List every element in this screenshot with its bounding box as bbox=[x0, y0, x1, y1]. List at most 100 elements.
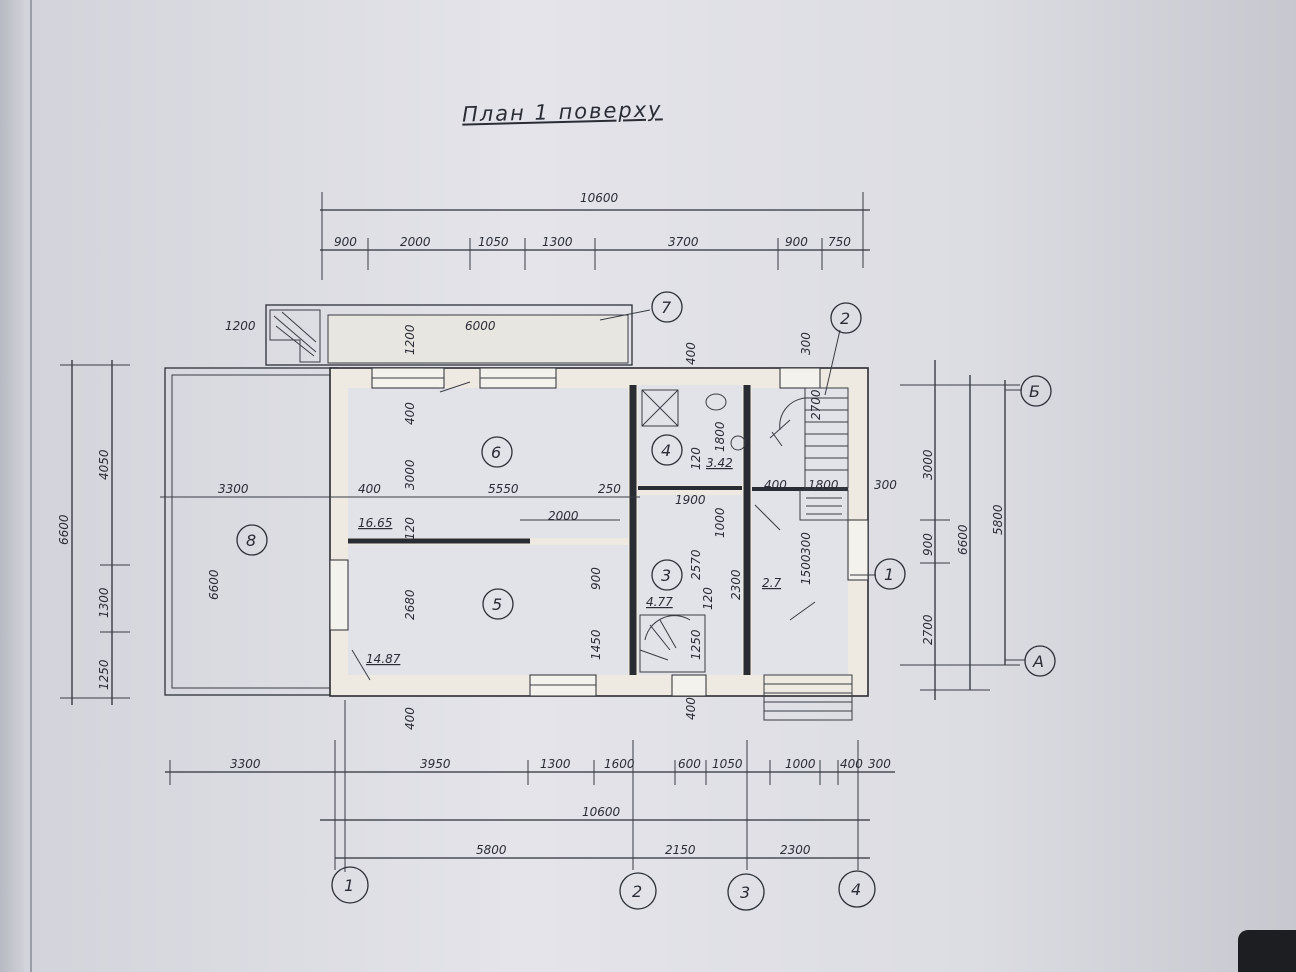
svg-text:7: 7 bbox=[661, 298, 672, 317]
balcony-stair-steps bbox=[273, 311, 317, 357]
svg-text:1: 1 bbox=[884, 565, 894, 584]
svg-text:400: 400 bbox=[684, 697, 698, 720]
svg-text:2: 2 bbox=[632, 882, 642, 901]
svg-text:400: 400 bbox=[840, 757, 863, 771]
svg-text:1: 1 bbox=[344, 876, 354, 895]
svg-text:3300: 3300 bbox=[218, 482, 249, 496]
top-dimension-lines bbox=[320, 192, 870, 280]
room-marker-7: 7 bbox=[651, 291, 683, 323]
svg-text:5550: 5550 bbox=[488, 482, 519, 496]
svg-text:250: 250 bbox=[598, 482, 621, 496]
svg-text:120: 120 bbox=[701, 587, 715, 610]
door-swing-hall bbox=[754, 504, 781, 531]
svg-text:16.65: 16.65 bbox=[358, 516, 392, 530]
room-1-floor bbox=[752, 490, 848, 675]
svg-text:300: 300 bbox=[799, 332, 813, 355]
svg-text:5: 5 bbox=[492, 595, 502, 614]
room-5-floor bbox=[348, 545, 628, 675]
svg-text:2700: 2700 bbox=[809, 389, 823, 420]
door-swing-1 bbox=[789, 601, 816, 621]
svg-text:3000: 3000 bbox=[403, 459, 417, 490]
svg-text:3: 3 bbox=[661, 566, 671, 585]
svg-text:1450: 1450 bbox=[589, 629, 603, 660]
svg-text:1600: 1600 bbox=[604, 757, 635, 771]
stair-hall-floor bbox=[752, 388, 848, 488]
svg-text:3.42: 3.42 bbox=[706, 456, 733, 470]
axis-marker-1: 1 bbox=[331, 866, 369, 904]
room-marker-1: 1 bbox=[874, 558, 906, 590]
windows bbox=[329, 367, 869, 697]
balcony-outline bbox=[265, 304, 633, 366]
svg-text:4: 4 bbox=[661, 441, 671, 460]
room-4-floor bbox=[638, 385, 742, 485]
svg-text:А: А bbox=[1032, 652, 1044, 671]
left-dimension-labels: 6600 4050 1300 1250 bbox=[57, 449, 111, 690]
svg-text:1300: 1300 bbox=[540, 757, 571, 771]
svg-text:2300: 2300 bbox=[729, 569, 743, 600]
svg-text:900: 900 bbox=[334, 235, 357, 249]
door-swing-5 bbox=[351, 649, 371, 681]
axis-marker-2: 2 bbox=[619, 872, 657, 910]
room-marker-6: 6 bbox=[481, 436, 513, 468]
interior-dimension-labels: 1200 6000 1200 400 3300 6600 400 3000 55… bbox=[207, 319, 897, 730]
svg-text:400: 400 bbox=[403, 402, 417, 425]
svg-text:120: 120 bbox=[403, 517, 417, 540]
svg-text:1300: 1300 bbox=[97, 587, 111, 618]
svg-text:300: 300 bbox=[868, 757, 891, 771]
balcony-stair bbox=[269, 309, 321, 363]
main-stair bbox=[769, 387, 849, 521]
room-areas: 16.65 14.87 3.42 4.77 2.7 bbox=[358, 456, 781, 666]
svg-text:3700: 3700 bbox=[668, 235, 699, 249]
svg-text:1200: 1200 bbox=[403, 324, 417, 355]
svg-text:2000: 2000 bbox=[400, 235, 431, 249]
bathroom-fixtures bbox=[641, 389, 746, 451]
top-dimension-labels: 10600 900 2000 1050 1300 3700 900 750 bbox=[334, 191, 851, 249]
axis-leaders bbox=[160, 309, 1025, 872]
room-markers: 1 2 3 4 5 6 7 8 bbox=[236, 291, 906, 620]
room-marker-8: 8 bbox=[236, 524, 268, 556]
svg-text:Б: Б bbox=[1029, 382, 1040, 401]
svg-text:4050: 4050 bbox=[97, 449, 111, 480]
axis-marker-b: Б bbox=[1020, 375, 1052, 407]
bottom-dimension-lines bbox=[165, 740, 895, 870]
svg-text:900: 900 bbox=[921, 533, 935, 556]
svg-text:6600: 6600 bbox=[57, 514, 71, 545]
room-marker-4: 4 bbox=[651, 434, 683, 466]
svg-text:2: 2 bbox=[840, 309, 850, 328]
bottom-dimension-labels: 3300 3950 1300 1600 600 1050 1000 400 30… bbox=[230, 757, 891, 857]
svg-text:4.77: 4.77 bbox=[646, 595, 673, 609]
right-dimension-lines bbox=[900, 360, 1020, 700]
svg-text:2700: 2700 bbox=[921, 614, 935, 645]
svg-text:600: 600 bbox=[678, 757, 701, 771]
room-marker-3: 3 bbox=[651, 559, 683, 591]
svg-text:1050: 1050 bbox=[478, 235, 509, 249]
svg-text:1050: 1050 bbox=[712, 757, 743, 771]
door-swing-6 bbox=[439, 381, 471, 393]
svg-text:1800: 1800 bbox=[713, 421, 727, 452]
svg-text:3300: 3300 bbox=[230, 757, 261, 771]
svg-text:900: 900 bbox=[589, 567, 603, 590]
room-marker-2: 2 bbox=[830, 302, 862, 334]
scanner-clip bbox=[1238, 930, 1296, 972]
svg-text:2680: 2680 bbox=[403, 589, 417, 620]
svg-text:400: 400 bbox=[358, 482, 381, 496]
svg-text:1250: 1250 bbox=[97, 659, 111, 690]
margin-line bbox=[30, 0, 32, 972]
left-dimension-lines bbox=[60, 360, 130, 705]
svg-text:400: 400 bbox=[684, 342, 698, 365]
svg-text:2150: 2150 bbox=[665, 843, 696, 857]
svg-text:1900: 1900 bbox=[675, 493, 706, 507]
entrance-steps bbox=[763, 674, 853, 721]
svg-text:1300: 1300 bbox=[542, 235, 573, 249]
svg-text:1200: 1200 bbox=[225, 319, 256, 333]
svg-text:8: 8 bbox=[246, 531, 256, 550]
svg-text:14.87: 14.87 bbox=[366, 652, 401, 666]
axis-marker-3: 3 bbox=[727, 873, 765, 911]
balcony-deck bbox=[327, 314, 629, 364]
svg-text:3: 3 bbox=[740, 883, 750, 902]
right-dimension-labels: 3000 900 2700 6600 5800 bbox=[921, 449, 1005, 645]
svg-text:10600: 10600 bbox=[580, 191, 619, 205]
svg-text:6600: 6600 bbox=[207, 569, 221, 600]
